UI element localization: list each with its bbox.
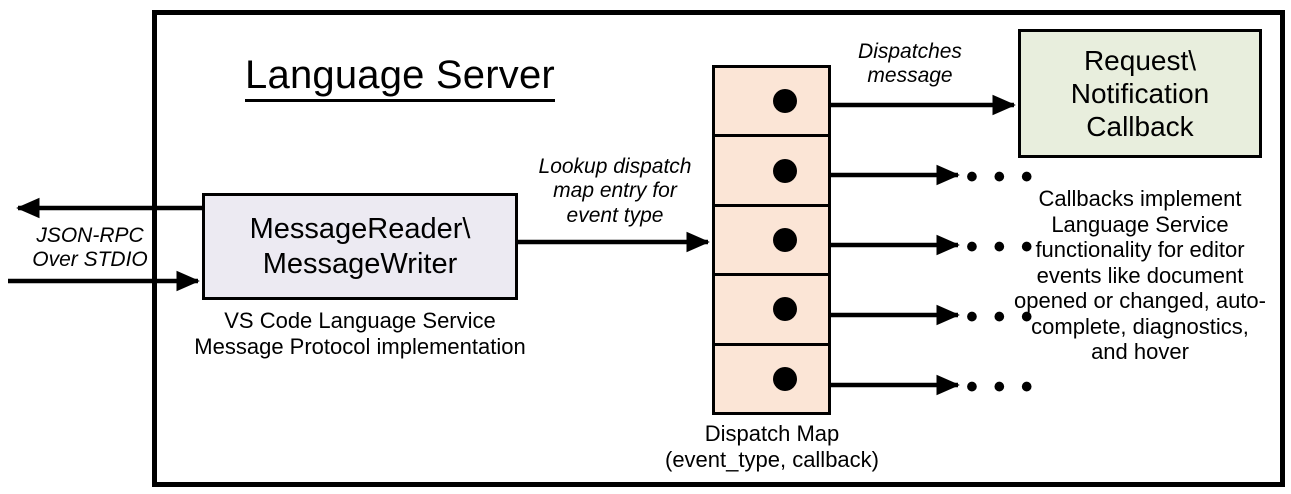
dispatch-entry-3[interactable] [715, 207, 828, 277]
dispatch-entry-2[interactable] [715, 137, 828, 207]
message-reader-writer-label: MessageReader\ MessageWriter [249, 213, 471, 280]
diagram-title: Language Server [230, 52, 570, 102]
dispatch-map-table[interactable] [712, 65, 831, 415]
ellipsis-row-2: • • • [966, 158, 1036, 196]
ellipsis-row-3: • • • [966, 228, 1036, 266]
dispatch-dot-icon [773, 228, 797, 253]
dispatch-entry-4[interactable] [715, 276, 828, 346]
dispatch-dot-icon [773, 297, 797, 322]
diagram-title-text: Language Server [245, 53, 555, 102]
message-reader-writer-caption: VS Code Language Service Message Protoco… [194, 308, 526, 359]
callback-caption: Callbacks implement Language Service fun… [1014, 186, 1266, 365]
request-notification-callback-box[interactable]: Request\ Notification Callback [1018, 29, 1262, 158]
request-notification-callback-label: Request\ Notification Callback [1070, 44, 1210, 143]
dispatch-dot-icon [773, 366, 797, 391]
dispatch-dot-icon [773, 158, 797, 183]
dispatch-dot-icon [773, 89, 797, 114]
language-server-frame [152, 10, 1285, 487]
dispatch-entry-5[interactable] [715, 346, 828, 412]
ellipsis-row-4: • • • [966, 298, 1036, 336]
message-reader-writer-box[interactable]: MessageReader\ MessageWriter [202, 193, 518, 300]
dispatch-entry-1[interactable] [715, 68, 828, 138]
dispatches-edge-label: Dispatches message [858, 40, 962, 88]
jsonrpc-edge-label: JSON-RPC Over STDIO [32, 224, 148, 272]
dispatch-map-caption: Dispatch Map (event_type, callback) [665, 421, 879, 472]
lookup-edge-label: Lookup dispatch map entry for event type [538, 155, 692, 227]
ellipsis-row-5: • • • [966, 368, 1036, 406]
